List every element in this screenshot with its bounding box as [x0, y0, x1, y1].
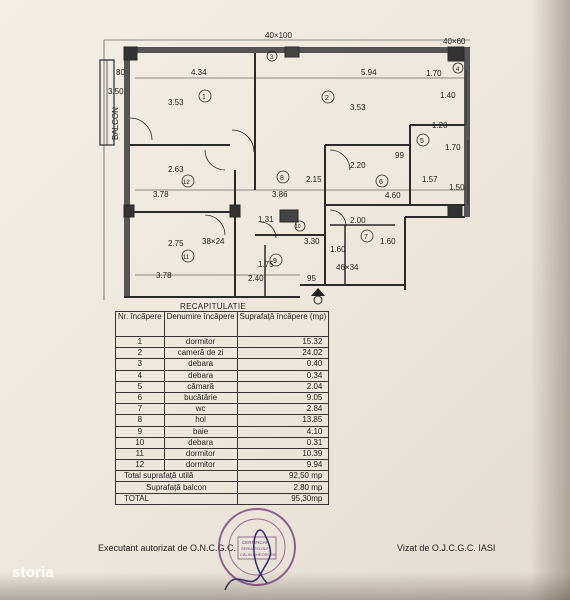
room-number: 9 — [273, 258, 277, 265]
stamp-text: SERIA RO-IS-F — [241, 546, 269, 551]
dim: 3.86 — [272, 190, 288, 199]
dim: 4.34 — [191, 68, 207, 77]
dim: 1.50 — [449, 183, 465, 192]
dim: 46×34 — [336, 263, 359, 272]
dim: 1.70 — [445, 143, 461, 152]
dim-column-top: 40×100 — [265, 31, 292, 40]
dim: 1.60 — [330, 245, 346, 254]
dim: 1.20 — [432, 121, 448, 130]
col-header-nr: Nr. încăpere — [115, 311, 165, 337]
dim: 2.75 — [168, 239, 184, 248]
stamp-text: CĂLIN GHEORGHE — [240, 552, 277, 557]
dim: 2.15 — [306, 175, 322, 184]
room-number: 5 — [420, 138, 424, 145]
dim: 1.31 — [258, 215, 274, 224]
room-number: 1 — [202, 94, 206, 101]
room-number: 3 — [270, 55, 274, 61]
dim: 2.40 — [248, 274, 264, 283]
dim: 4.60 — [385, 191, 401, 200]
dim: 1.75 — [258, 260, 274, 269]
wall-right — [464, 47, 470, 217]
col-header-area: Suprafață încăpere (mp) — [236, 311, 330, 337]
dim: 3.50 — [108, 87, 124, 96]
dim-column-right: 40×60 — [443, 37, 466, 46]
dim: 2.20 — [350, 161, 366, 170]
col-header-name: Denumire încăpere — [163, 311, 238, 337]
dim: 1.57 — [422, 175, 438, 184]
stamp-text: CERTIFICAT — [242, 540, 268, 545]
dim: 3.53 — [168, 98, 184, 107]
dim: 38×24 — [202, 237, 225, 246]
balcony-label: BALCON — [111, 107, 120, 140]
dim: 5.94 — [361, 68, 377, 77]
dim: 95 — [307, 274, 316, 283]
recap-title: RECAPITULATIE — [180, 302, 246, 311]
dim: 3.30 — [304, 237, 320, 246]
signature — [224, 529, 272, 591]
dim: 2.00 — [350, 216, 366, 225]
dim: 3.78 — [153, 190, 169, 199]
wall-left — [124, 47, 130, 297]
room-number: 2 — [325, 95, 329, 102]
footer-vizat: Vizat de O.J.C.G.C. IASI — [397, 543, 496, 553]
room-number: 10 — [295, 224, 301, 230]
room-number: 12 — [183, 180, 190, 186]
dim: 3.53 — [350, 103, 366, 112]
footer-executant: Executant autorizat de O.N.C.G.C. — [98, 543, 237, 553]
dim: 2.63 — [168, 165, 184, 174]
dim: 1.40 — [440, 91, 456, 100]
stamp-seal: CERTIFICAT SERIA RO-IS-F CĂLIN GHEORGHE — [218, 508, 296, 591]
dim: 3.78 — [156, 271, 172, 280]
room-number: 6 — [379, 179, 383, 186]
room-number: 11 — [183, 255, 190, 261]
storia-watermark-logo: storia — [12, 564, 55, 581]
dim: 80 — [116, 68, 125, 77]
room-number: 8 — [280, 175, 284, 182]
dim: 1.60 — [380, 237, 396, 246]
room-number: 7 — [364, 234, 368, 241]
recap-table: Nr. încăpere Denumire încăpere Suprafață… — [115, 311, 330, 505]
dim: 99 — [395, 151, 404, 160]
table-header-row: Nr. încăpere Denumire încăpere Suprafață… — [115, 311, 330, 337]
room-number: 4 — [456, 67, 460, 73]
dim: 1.70 — [426, 69, 442, 78]
